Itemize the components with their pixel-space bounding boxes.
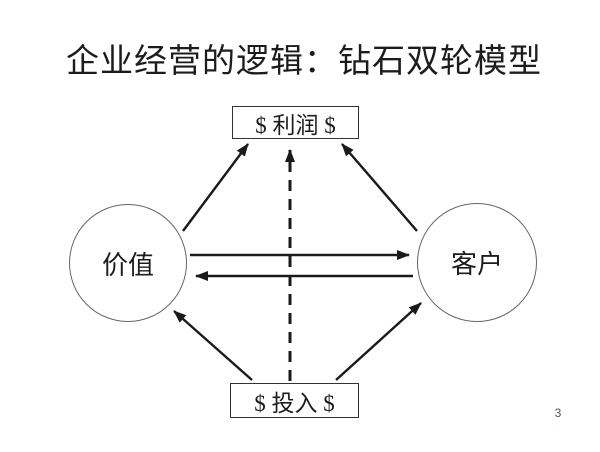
profit-box-label: $ 利润 $ [255, 112, 336, 138]
investment-box-label: $ 投入 $ [254, 390, 335, 416]
investment-box: $ 投入 $ [230, 383, 359, 418]
profit-box: $ 利润 $ [232, 106, 359, 139]
value-circle: 价值 [69, 204, 187, 322]
arrow-value-to-profit [182, 143, 249, 232]
slide-title: 企业经营的逻辑：钻石双轮模型 [66, 44, 542, 80]
customer-circle-label: 客户 [450, 250, 503, 279]
customer-circle: 客户 [417, 203, 537, 322]
arrow-investment-to-value [173, 310, 253, 381]
page-number: 3 [554, 406, 562, 420]
arrow-investment-to-customer [335, 302, 422, 381]
value-circle-label: 价值 [101, 250, 154, 280]
arrow-customer-to-profit [341, 143, 418, 232]
